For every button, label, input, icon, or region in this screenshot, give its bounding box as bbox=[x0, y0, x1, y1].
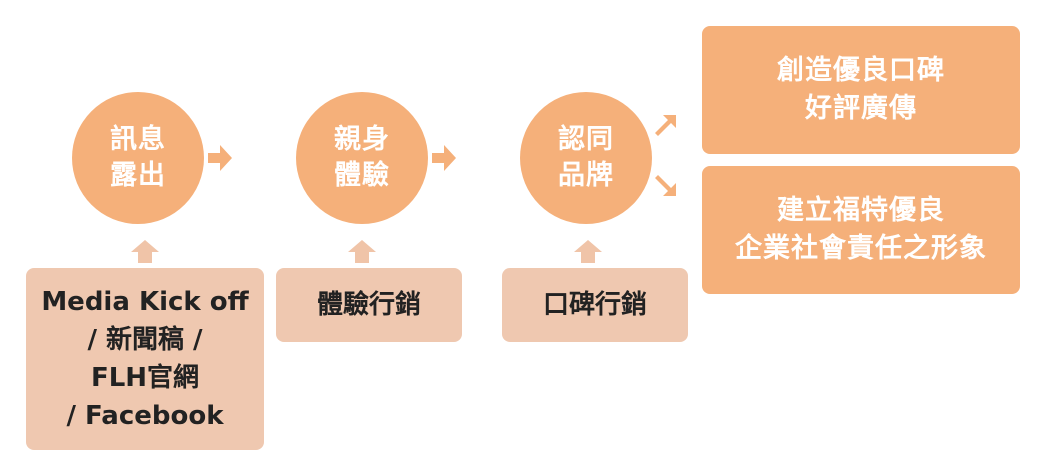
outcome-box-reputation: 創造優良口碑 好評廣傳 bbox=[702, 26, 1020, 154]
stage-circle-brand-recognition: 認同 品牌 bbox=[520, 92, 652, 224]
stage-circle-exposure: 訊息 露出 bbox=[72, 92, 204, 224]
tactic-box-media: Media Kick off / 新聞稿 / FLH官網 / Facebook bbox=[26, 268, 264, 450]
stage-label-line1: 親身 bbox=[334, 124, 390, 155]
outcome-line1: 創造優良口碑 bbox=[777, 55, 945, 86]
tactic-box-experiential: 體驗行銷 bbox=[276, 268, 462, 342]
diagonal-down-arrow-icon bbox=[655, 175, 676, 196]
stage-label-line1: 認同 bbox=[558, 124, 614, 155]
tactic-box-word-of-mouth: 口碑行銷 bbox=[502, 268, 688, 342]
outcome-line2: 企業社會責任之形象 bbox=[735, 233, 987, 264]
stage-label-line2: 露出 bbox=[110, 160, 166, 191]
tactic-line: 體驗行銷 bbox=[316, 290, 421, 320]
right-arrow-icon bbox=[208, 145, 232, 171]
stage-label-line2: 品牌 bbox=[558, 160, 614, 191]
diagonal-up-arrow-icon bbox=[655, 115, 676, 136]
tactic-line: / Facebook bbox=[66, 401, 224, 431]
tactic-line: 口碑行銷 bbox=[542, 290, 647, 320]
stage-circle-experience: 親身 體驗 bbox=[296, 92, 428, 224]
tactic-line: / 新聞稿 / bbox=[87, 325, 203, 355]
tactic-line: FLH官網 bbox=[90, 363, 200, 393]
stage-label-line2: 體驗 bbox=[334, 160, 390, 191]
up-arrow-icon bbox=[131, 240, 159, 263]
right-arrow-icon bbox=[432, 145, 456, 171]
stage-label-line1: 訊息 bbox=[110, 124, 166, 155]
up-arrow-icon bbox=[348, 240, 376, 263]
tactic-line: Media Kick off bbox=[41, 287, 249, 317]
outcome-line1: 建立福特優良 bbox=[777, 195, 945, 226]
outcome-box-csr-image: 建立福特優良 企業社會責任之形象 bbox=[702, 166, 1020, 294]
up-arrow-icon bbox=[574, 240, 602, 263]
outcome-line2: 好評廣傳 bbox=[805, 93, 917, 124]
